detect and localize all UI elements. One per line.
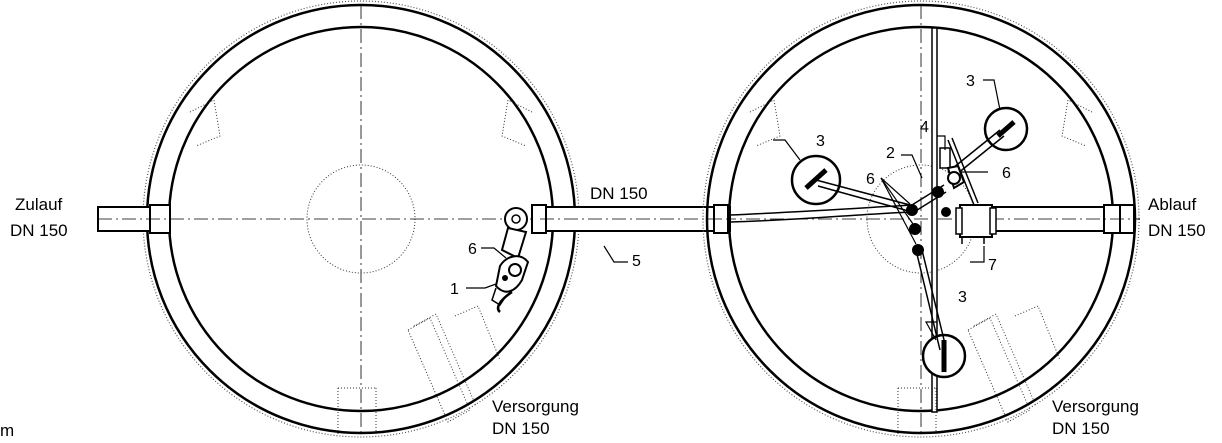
central-equipment [906, 137, 997, 256]
supply-left-label: Versorgung [492, 397, 579, 416]
supply-left-size-label: DN 150 [492, 419, 550, 438]
callout-6-right: 6 [1002, 165, 1011, 182]
callout-3-top: 3 [966, 73, 975, 90]
float-units [790, 106, 1029, 379]
supply-right-label: Versorgung [1052, 397, 1139, 416]
float-top-right [947, 106, 1029, 179]
corner-fragment-text: m [0, 421, 14, 438]
inlet-label: Zulauf [15, 195, 63, 214]
supply-right-size-label: DN 150 [1052, 419, 1110, 438]
float-left [790, 154, 913, 213]
callout-1: 1 [450, 281, 459, 298]
outlet-label: Ablauf [1148, 195, 1196, 214]
callout-4: 4 [920, 119, 929, 136]
callout-5: 5 [632, 253, 641, 270]
outlet-size-label: DN 150 [1148, 221, 1206, 240]
partition-wall [931, 27, 938, 413]
callout-3-left: 3 [816, 133, 825, 150]
connector-pipe [531, 204, 913, 234]
callout-6-left-tank: 6 [468, 241, 477, 258]
left-tank-equipment [491, 207, 530, 313]
callout-3-bottom: 3 [958, 289, 967, 306]
outlet-pipe [989, 204, 1140, 234]
callout-6-center: 6 [866, 171, 875, 188]
inlet-size-label: DN 150 [10, 221, 68, 240]
callout-leaders [466, 79, 1001, 341]
callout-7: 7 [988, 257, 997, 274]
connector-pipe-label: DN 150 [590, 184, 648, 203]
float-bottom [915, 249, 967, 379]
callout-2: 2 [886, 145, 895, 162]
